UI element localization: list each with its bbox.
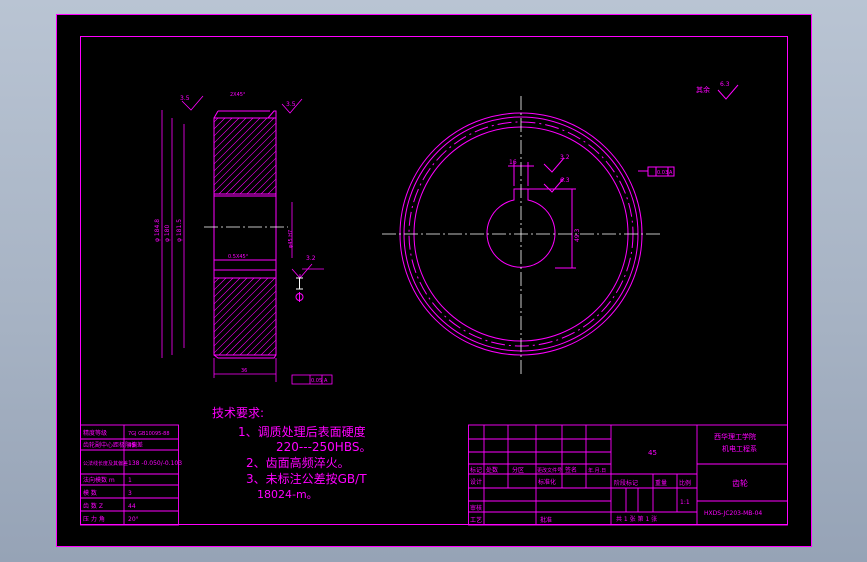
gtol-datum-right: A	[669, 170, 673, 176]
dim-keyway-width: 16	[509, 159, 517, 166]
tech-req-line-4: 3、未标注公差按GB/T	[246, 472, 367, 486]
params-value-0: 7GJ GB10095-88	[128, 431, 170, 437]
tb-standardize: 标准化	[538, 478, 556, 486]
section-hatch	[214, 118, 276, 194]
dim-bore: φ45 H7	[288, 230, 294, 248]
params-label-3: 法向模数 m	[83, 476, 115, 484]
other-roughness-value: 6.3	[720, 81, 730, 88]
params-table-lines	[80, 424, 179, 526]
tb-material: 45	[648, 449, 657, 457]
tb-drawing-no: HXDS-JC203-MB-04	[704, 510, 762, 517]
inner-frame	[80, 36, 788, 525]
tb-sheet: 共 1 张 第 1 张	[616, 515, 657, 523]
params-value-5: 44	[128, 503, 136, 510]
params-label-0: 精度等级	[83, 429, 107, 437]
dim-roughness-bore: 3.2	[306, 255, 316, 262]
left-dimensions	[161, 95, 333, 385]
dim-dia-outer: φ 184.8	[154, 219, 161, 242]
params-value-3: 1	[128, 477, 132, 484]
tech-req-line-5: 18024-m。	[257, 488, 318, 501]
gtol-value-right: 0.03	[657, 170, 668, 176]
tb-process: 工艺	[470, 516, 482, 524]
dim-keyway-depth: 49.3	[574, 228, 581, 242]
tb-date: 年.月.日	[588, 467, 606, 474]
params-value-2: 138 -0.050/-0.103	[128, 460, 182, 467]
tb-design: 设计	[470, 478, 482, 486]
tb-count: 处数	[486, 466, 498, 474]
params-value-4: 3	[128, 490, 132, 497]
tech-req-title: 技术要求:	[212, 406, 265, 420]
dim-roughness-key2: 6.3	[560, 177, 570, 184]
tb-approve: 批准	[540, 516, 552, 524]
tb-stage: 阶段标记	[614, 479, 638, 487]
dim-chamfer-top: 3.5	[180, 95, 190, 102]
tb-mark: 标记	[470, 466, 482, 474]
tb-weight: 重量	[655, 479, 667, 487]
tech-req-line-3: 2、齿面高频淬火。	[246, 456, 350, 470]
i-beam-cursor-icon	[295, 277, 304, 302]
params-label-1: 齿轮副中心距极限偏差	[83, 441, 143, 449]
dim-dia-pitch: φ 180	[164, 225, 171, 243]
dim-roughness-right: 3.5	[286, 101, 296, 108]
dim-width: 36	[241, 368, 247, 374]
section-hatch	[214, 278, 276, 355]
dim-roughness-key1: 3.2	[560, 154, 570, 161]
gtol-value-left: 0.05	[311, 378, 322, 384]
tb-dept: 机电工程系	[722, 444, 757, 453]
tb-zone: 分区	[512, 466, 524, 474]
outer-frame	[56, 14, 812, 547]
gtol-datum-left: A	[324, 378, 328, 384]
params-value-6: 20°	[128, 516, 139, 523]
other-roughness-label: 其余	[696, 85, 710, 94]
params-value-1: 4S	[128, 442, 136, 449]
tb-sign: 签名	[565, 466, 577, 474]
tech-req-line-2: 220---250HBS。	[276, 440, 372, 454]
title-block-lines	[468, 424, 788, 526]
cad-drawing: 3.5 2X45° 3.5 φ 184.8φ 180 φ 181.5 φ45 H7 0.5X…	[56, 14, 812, 547]
tech-req-line-1: 1、调质处理后表面硬度	[238, 425, 366, 439]
dim-chamfer-angle: 2X45°	[230, 92, 246, 98]
tb-part: 齿轮	[732, 478, 748, 488]
tb-change-doc: 更改文件号	[537, 467, 562, 474]
params-label-2: 公法线长度及其偏差	[83, 460, 128, 467]
params-label-6: 压 力 角	[83, 515, 105, 523]
dim-dia-root: φ 181.5	[176, 219, 183, 242]
gear-section-view	[213, 110, 277, 359]
params-label-4: 模 数	[83, 489, 97, 497]
centerlines	[204, 96, 660, 374]
tb-review: 审核	[470, 504, 482, 512]
params-label-5: 齿 数 Z	[83, 502, 103, 510]
tb-ratio: 比例	[679, 479, 691, 487]
dim-chamfer-bottom: 0.5X45°	[228, 254, 249, 260]
gear-front-view	[399, 84, 739, 356]
tb-school: 西华理工学院	[714, 432, 756, 441]
tb-scale: 1:1	[680, 499, 690, 506]
